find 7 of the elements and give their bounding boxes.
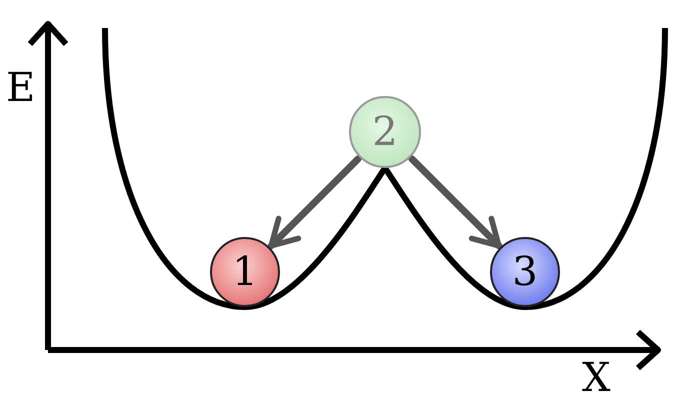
arrow xyxy=(268,155,362,250)
ball: 2 xyxy=(349,96,421,168)
ball: 3 xyxy=(490,237,560,307)
arrow xyxy=(408,155,502,250)
ball: 1 xyxy=(210,237,280,307)
axis-label: E xyxy=(6,68,36,108)
axis-label: X xyxy=(582,358,610,398)
